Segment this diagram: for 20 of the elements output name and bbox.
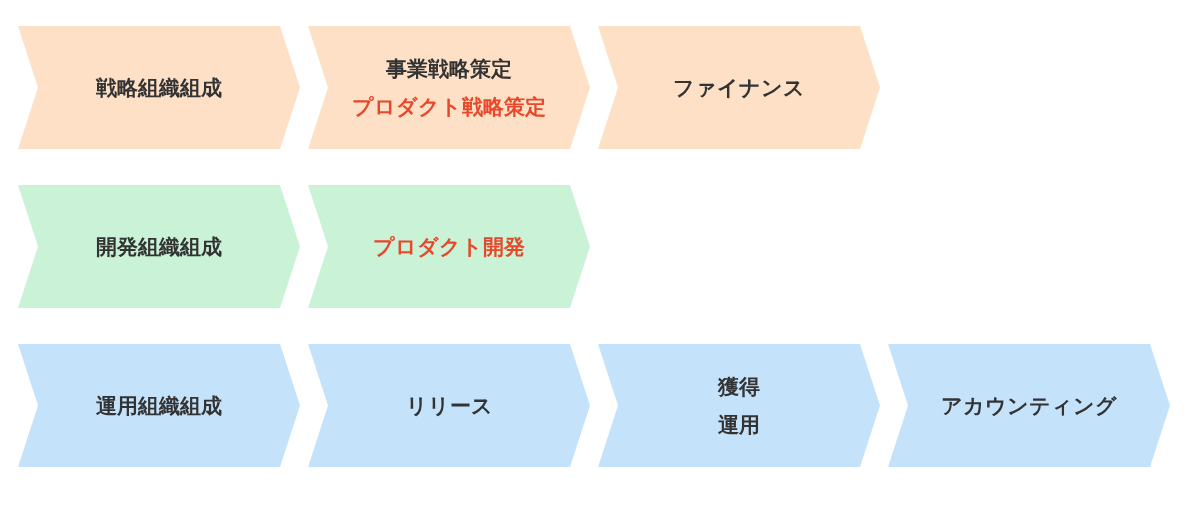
chevron-step — [888, 344, 1170, 467]
step-label: プロダクト戦略策定 — [352, 93, 546, 121]
step-label: リリース — [405, 392, 493, 420]
step-label: 運用 — [718, 411, 760, 439]
chevron-step — [308, 185, 590, 308]
step-label: アカウンティング — [941, 392, 1117, 420]
chevron-step — [598, 26, 880, 149]
step-label: 開発組織組成 — [96, 233, 222, 261]
step-label: 獲得 — [718, 373, 760, 401]
step-label: プロダクト開発 — [373, 233, 525, 261]
chevron-step — [598, 344, 880, 467]
chevron-step — [308, 344, 590, 467]
step-label: 運用組織組成 — [96, 392, 222, 420]
step-label: 事業戦略策定 — [386, 55, 512, 83]
chevron-step — [308, 26, 590, 149]
chevron-step — [18, 344, 300, 467]
chevron-step — [18, 185, 300, 308]
chevron-step — [18, 26, 300, 149]
step-label: 戦略組織組成 — [96, 74, 222, 102]
step-label: ファイナンス — [673, 74, 805, 102]
